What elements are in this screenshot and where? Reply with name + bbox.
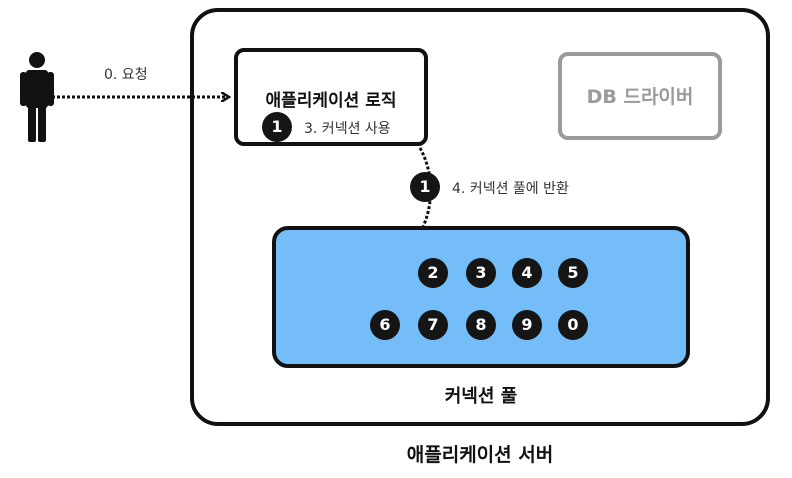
pool-connection: 8 — [466, 310, 496, 340]
connection-pool-label: 커넥션 풀 — [444, 386, 518, 407]
db-driver-box — [558, 52, 722, 140]
application-server-box — [190, 8, 770, 426]
pool-connection: 0 — [558, 310, 588, 340]
request-label: 0. 요청 — [104, 67, 148, 83]
return-arrow — [392, 147, 433, 266]
pool-connection: 4 — [512, 258, 542, 288]
return-step-label: 4. 커넥션 풀에 반환 — [452, 181, 569, 197]
pool-connection: 9 — [512, 310, 542, 340]
person-icon — [20, 52, 54, 142]
return-connection-badge: 1 — [410, 172, 440, 202]
pool-connection: 2 — [418, 258, 448, 288]
pool-connection: 5 — [558, 258, 588, 288]
pool-connection: 6 — [370, 310, 400, 340]
application-logic-title: 애플리케이션 로직 — [265, 91, 397, 111]
logic-step-label: 3. 커넥션 사용 — [304, 121, 391, 137]
connection-pool-box — [272, 226, 690, 368]
application-server-label: 애플리케이션 서버 — [406, 444, 554, 466]
logic-connection-badge: 1 — [262, 112, 292, 142]
pool-connection: 7 — [418, 310, 448, 340]
db-driver-label: DB 드라이버 — [586, 86, 694, 108]
pool-connection: 3 — [466, 258, 496, 288]
